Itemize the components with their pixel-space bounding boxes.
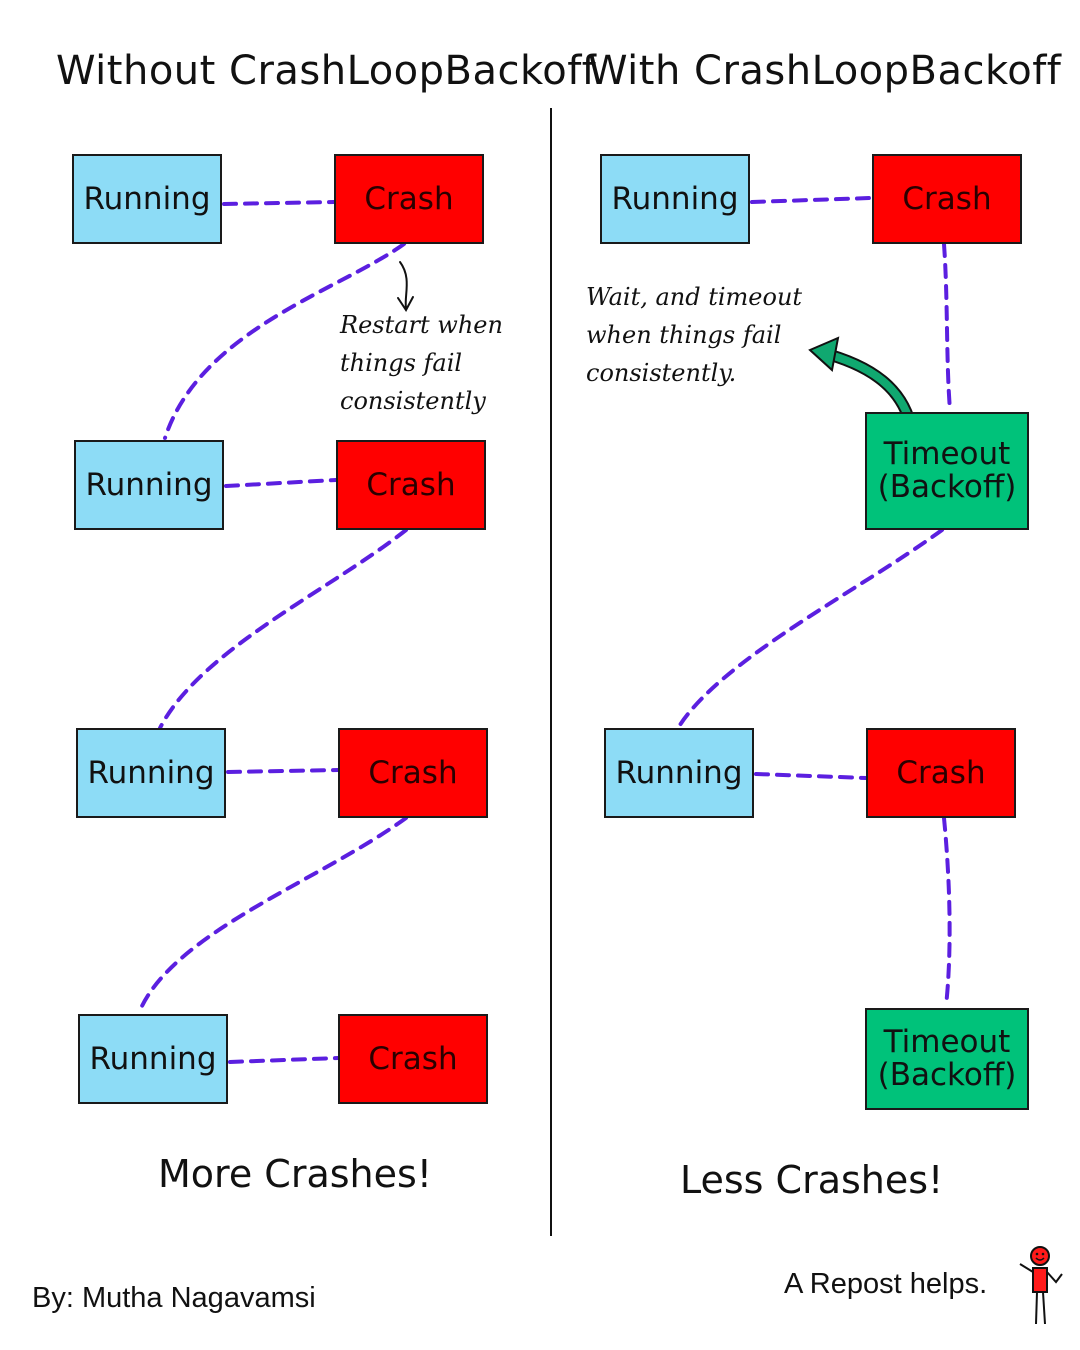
connector-right-4	[754, 772, 868, 780]
restart-arrow	[397, 261, 414, 312]
running-label: Running	[85, 466, 213, 503]
center-divider	[550, 108, 552, 1236]
author-credit: By: Mutha Nagavamsi	[32, 1282, 316, 1314]
right-title: With CrashLoopBackoff	[588, 48, 1062, 94]
connector-right-5	[942, 816, 952, 1008]
crash-label: Crash	[896, 754, 986, 791]
left-title: Without CrashLoopBackoff	[56, 48, 597, 94]
crash-label: Crash	[368, 754, 458, 791]
connector-left-3	[224, 478, 338, 488]
wait-arrowhead	[808, 336, 840, 372]
right-timeout-box-1: Timeout (Backoff)	[865, 412, 1029, 530]
connector-left-5	[226, 768, 340, 774]
running-label: Running	[615, 754, 743, 791]
connector-left-4	[158, 528, 408, 730]
connector-left-1	[222, 200, 336, 206]
left-crash-box-3: Crash	[338, 728, 488, 818]
right-crash-box-1: Crash	[872, 154, 1022, 244]
connector-left-7	[228, 1056, 340, 1064]
right-running-box-1: Running	[600, 154, 750, 244]
connector-right-1	[750, 196, 872, 204]
crash-label: Crash	[364, 180, 454, 217]
right-footer: Less Crashes!	[680, 1158, 944, 1202]
running-label: Running	[87, 754, 215, 791]
connector-right-2	[942, 242, 952, 412]
left-running-box-1: Running	[72, 154, 222, 244]
crash-label: Crash	[366, 466, 456, 503]
left-running-box-3: Running	[76, 728, 226, 818]
left-running-box-4: Running	[78, 1014, 228, 1104]
crash-label: Crash	[902, 180, 992, 217]
left-footer: More Crashes!	[158, 1152, 433, 1196]
left-crash-box-2: Crash	[336, 440, 486, 530]
timeout-label: Timeout (Backoff)	[877, 436, 1017, 505]
left-crash-box-4: Crash	[338, 1014, 488, 1104]
connector-right-3	[676, 528, 944, 730]
right-timeout-box-2: Timeout (Backoff)	[865, 1008, 1029, 1110]
left-running-box-2: Running	[74, 440, 224, 530]
left-crash-box-1: Crash	[334, 154, 484, 244]
right-annotation: Wait, and timeout when things fail consi…	[586, 283, 803, 387]
right-running-box-2: Running	[604, 728, 754, 818]
connector-left-6	[140, 816, 408, 1008]
right-crash-box-2: Crash	[866, 728, 1016, 818]
left-annotation: Restart when things fail consistently	[340, 311, 503, 415]
running-label: Running	[83, 180, 211, 217]
crash-label: Crash	[368, 1040, 458, 1077]
repost-text: A Repost helps.	[784, 1268, 988, 1300]
running-label: Running	[89, 1040, 217, 1077]
timeout-label: Timeout (Backoff)	[877, 1024, 1017, 1093]
stick-figure-icon	[1019, 1246, 1063, 1325]
running-label: Running	[611, 180, 739, 217]
